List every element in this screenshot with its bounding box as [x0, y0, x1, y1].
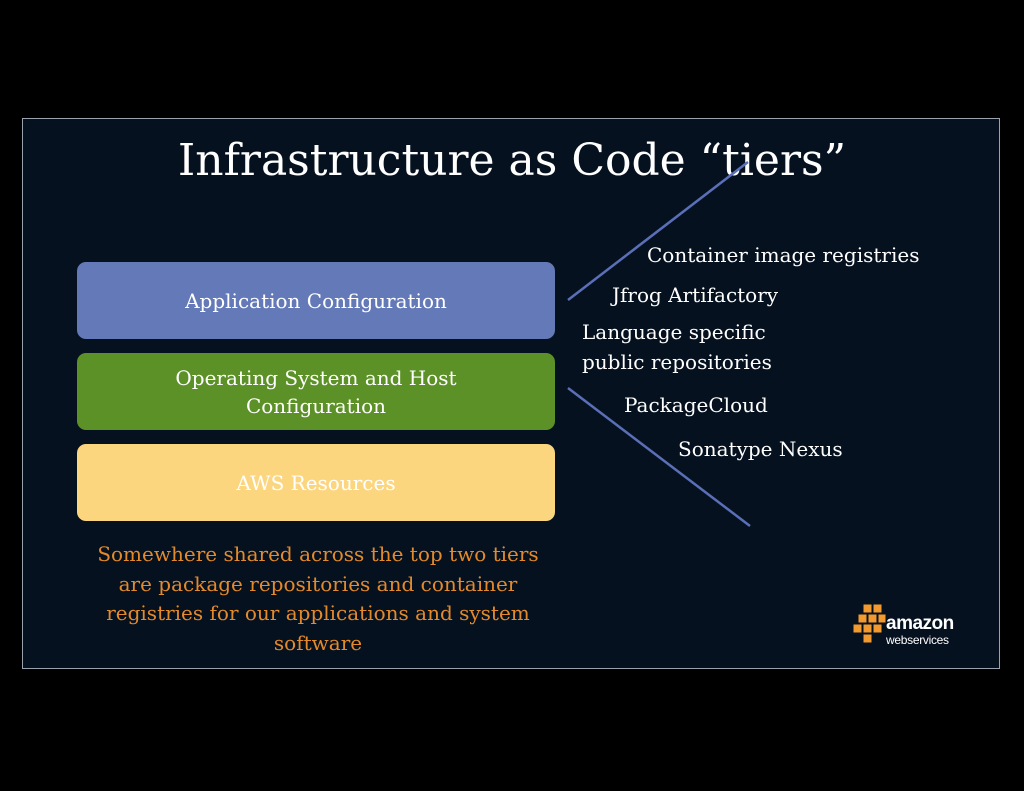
bracket-upper-line: [567, 161, 749, 301]
bracket-lower-line: [567, 387, 751, 527]
tier-aws-resources: AWS Resources: [77, 444, 555, 521]
tier-os-host-configuration: Operating System and Host Configuration: [77, 353, 555, 430]
tier-application-configuration: Application Configuration: [77, 262, 555, 339]
repo-container-image-registries: Container image registries: [647, 243, 920, 267]
repo-sonatype-nexus: Sonatype Nexus: [678, 437, 843, 461]
repo-packagecloud: PackageCloud: [624, 393, 768, 417]
repo-jfrog-artifactory: Jfrog Artifactory: [612, 283, 779, 307]
slide-title: Infrastructure as Code “tiers”: [177, 135, 847, 186]
shared-repositories-note: Somewhere shared across the top two tier…: [97, 542, 539, 655]
aws-logo-word: amazon: [886, 613, 954, 634]
aws-logo: amazon webservices: [852, 602, 964, 648]
repo-language-specific: Language specific public repositories: [582, 320, 772, 374]
tier-label: Operating System and Host Configuration: [175, 365, 457, 418]
tier-label: Application Configuration: [185, 288, 447, 313]
aws-cubes-icon: [852, 603, 887, 644]
tier-label: AWS Resources: [236, 470, 396, 495]
aws-logo-subtitle: webservices: [886, 633, 949, 647]
